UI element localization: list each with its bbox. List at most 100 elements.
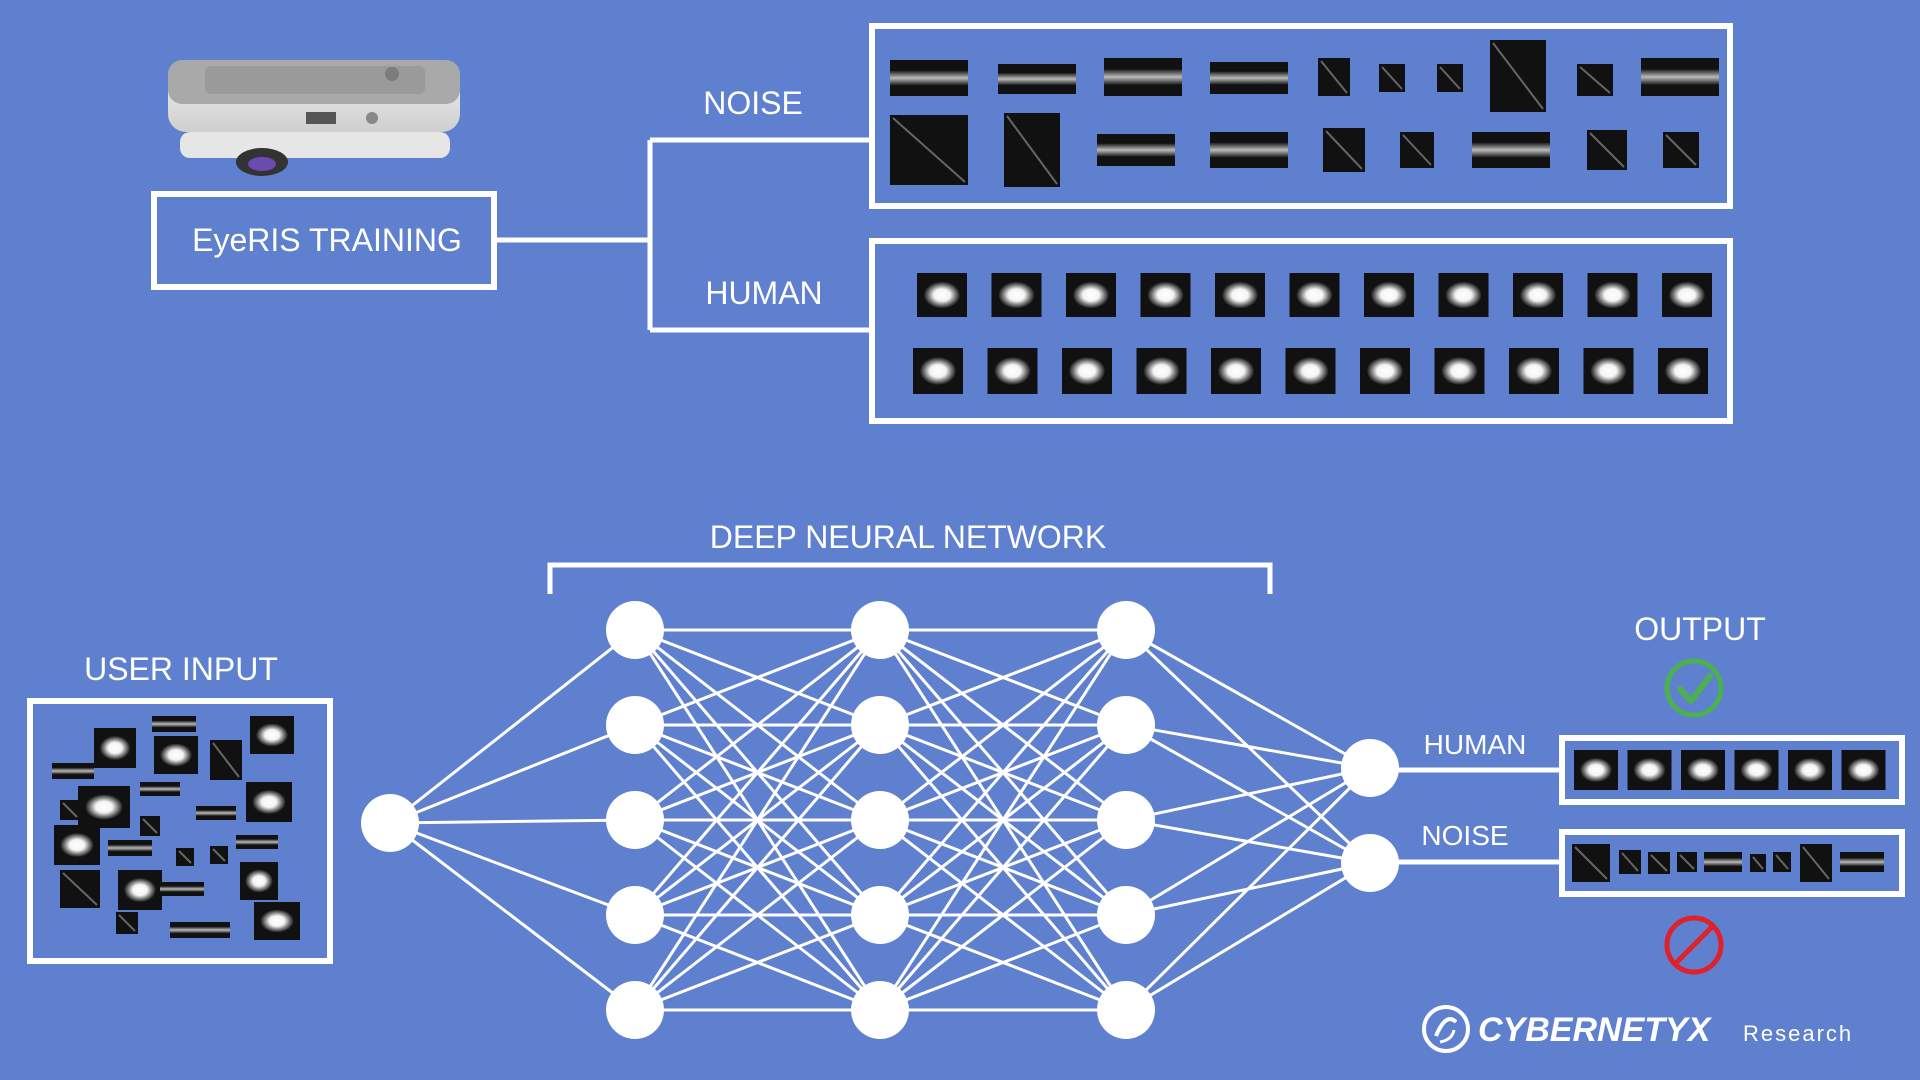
human-thumbnail [1062,348,1112,394]
noise-thumbnail [1210,62,1288,94]
network-connection [1125,766,1371,822]
human-thumbnail [118,870,162,910]
network-connection [389,821,636,1012]
network-connection [879,818,1127,1012]
human-output-samples [1574,750,1886,790]
network-connection [634,628,881,727]
noise-thumbnail [1750,854,1766,872]
noise-thumbnail [1472,132,1550,168]
noise-thumbnail [1704,852,1742,872]
human-thumbnail [1583,348,1634,394]
network-node [851,886,909,944]
noise-thumbnail [108,840,152,856]
network-connection [634,628,881,822]
network-connection [879,628,1127,727]
network-node [606,696,664,754]
network-connection [1125,766,1371,917]
network-connection [878,629,1128,916]
human-thumbnail [1136,348,1187,394]
network-connection [1125,723,1371,770]
human-thumbnail [246,782,292,822]
human-thumbnail [1662,273,1712,317]
human-category-label: HUMAN [705,275,822,311]
human-thumbnail [250,716,294,754]
cybernetyx-logo-icon [1422,1005,1470,1053]
noise-thumbnail [52,763,94,779]
human-thumbnail [913,348,963,394]
network-node [1097,791,1155,849]
eyeris-training-label: EyeRIS TRAINING [192,222,462,258]
noise-thumbnail [210,740,242,780]
noise-thumbnail [1318,58,1350,96]
noise-thumbnail [1379,64,1405,92]
network-node [1097,886,1155,944]
network-connection [389,818,636,825]
noise-thumbnail [1490,40,1546,112]
noise-thumbnail [116,912,138,934]
network-node [606,601,664,659]
user-input-samples [52,716,300,940]
network-node [1097,696,1155,754]
network-node [606,886,664,944]
network-connections [389,628,1372,1012]
noise-thumbnail [890,60,968,96]
human-samples-grid [913,273,1712,394]
network-connection [1125,861,1371,1012]
brand-suffix: Research [1743,1021,1853,1046]
human-thumbnail [1140,273,1191,317]
network-node [361,794,419,852]
human-thumbnail [917,273,967,317]
noise-samples-grid [890,40,1719,187]
network-nodes [361,601,1399,1039]
noise-output-label: NOISE [1421,820,1508,851]
noise-category-label: NOISE [703,85,803,121]
noise-thumbnail [890,115,968,185]
human-samples-panel [869,238,1733,424]
human-thumbnail [1509,348,1559,394]
noise-thumbnail [1648,852,1670,874]
noise-output-samples [1572,844,1884,882]
noise-thumbnail [170,922,230,938]
human-output-label: HUMAN [1424,729,1527,760]
noise-thumbnail [1104,58,1182,96]
network-connection [879,913,1127,1012]
human-thumbnail [1215,273,1265,317]
noise-output-panel [1559,829,1905,897]
user-input-label: USER INPUT [84,651,278,687]
network-connection [389,723,636,825]
human-thumbnail [1211,348,1261,394]
human-thumbnail [1513,273,1563,317]
camera-device-icon [168,60,460,176]
human-thumbnail [1364,273,1414,317]
human-thumbnail [1627,750,1672,790]
human-thumbnail [1681,750,1725,790]
noise-thumbnail [1210,132,1288,168]
network-connection [389,628,636,825]
human-thumbnail [1360,348,1410,394]
noise-thumbnail [1677,852,1697,872]
human-thumbnail [78,786,130,828]
network-connection [389,821,636,917]
noise-thumbnail [1800,844,1832,882]
network-bracket [547,562,1273,594]
human-thumbnail [1434,348,1485,394]
noise-thumbnail [1323,128,1365,172]
network-connection [634,913,881,1012]
noise-thumbnail [1840,852,1884,872]
noise-thumbnail [160,882,204,896]
network-connection [878,629,1128,1011]
human-thumbnail [154,736,198,774]
network-title: DEEP NEURAL NETWORK [710,519,1107,555]
human-thumbnail [254,902,300,940]
noise-samples-panel [869,23,1733,209]
network-connection [633,724,882,1011]
network-node [606,981,664,1039]
noise-thumbnail [1097,134,1175,166]
human-thumbnail [991,273,1042,317]
network-node [1097,601,1155,659]
noise-thumbnail [1577,64,1613,96]
noise-thumbnail [176,848,194,866]
noise-thumbnail [60,870,100,908]
noise-thumbnail [140,782,180,796]
